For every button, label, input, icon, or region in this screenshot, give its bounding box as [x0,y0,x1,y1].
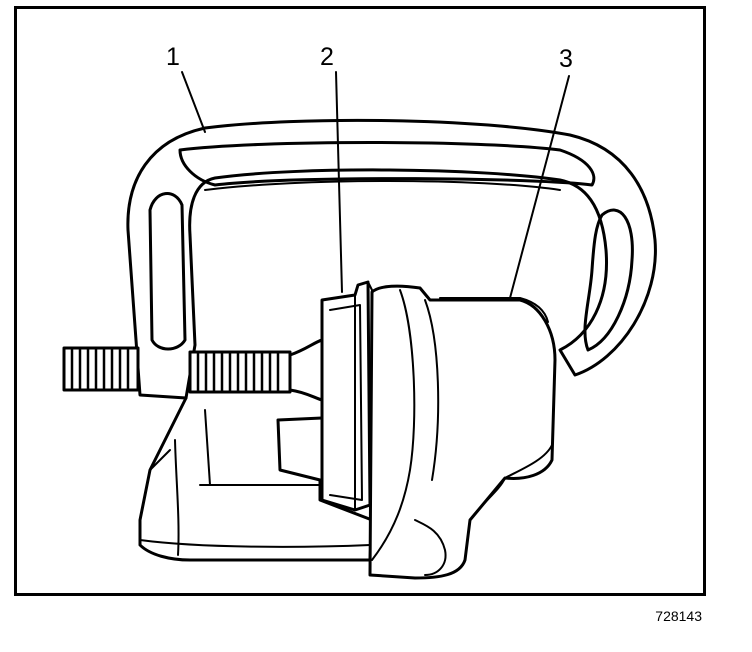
leader-line-3 [509,75,570,299]
callout-2: 2 [320,43,334,71]
leader-line-1 [181,71,206,133]
caliper-housing [138,396,374,562]
c-clamp-tool [126,118,657,400]
callout-3: 3 [559,45,573,73]
leader-line-2 [335,71,343,293]
caliper-body [368,284,557,580]
compressor-plate [320,280,375,512]
callout-1: 1 [166,43,180,71]
leader-lines [181,71,570,299]
threaded-screw [62,338,324,402]
figure-number: 728143 [655,608,702,624]
